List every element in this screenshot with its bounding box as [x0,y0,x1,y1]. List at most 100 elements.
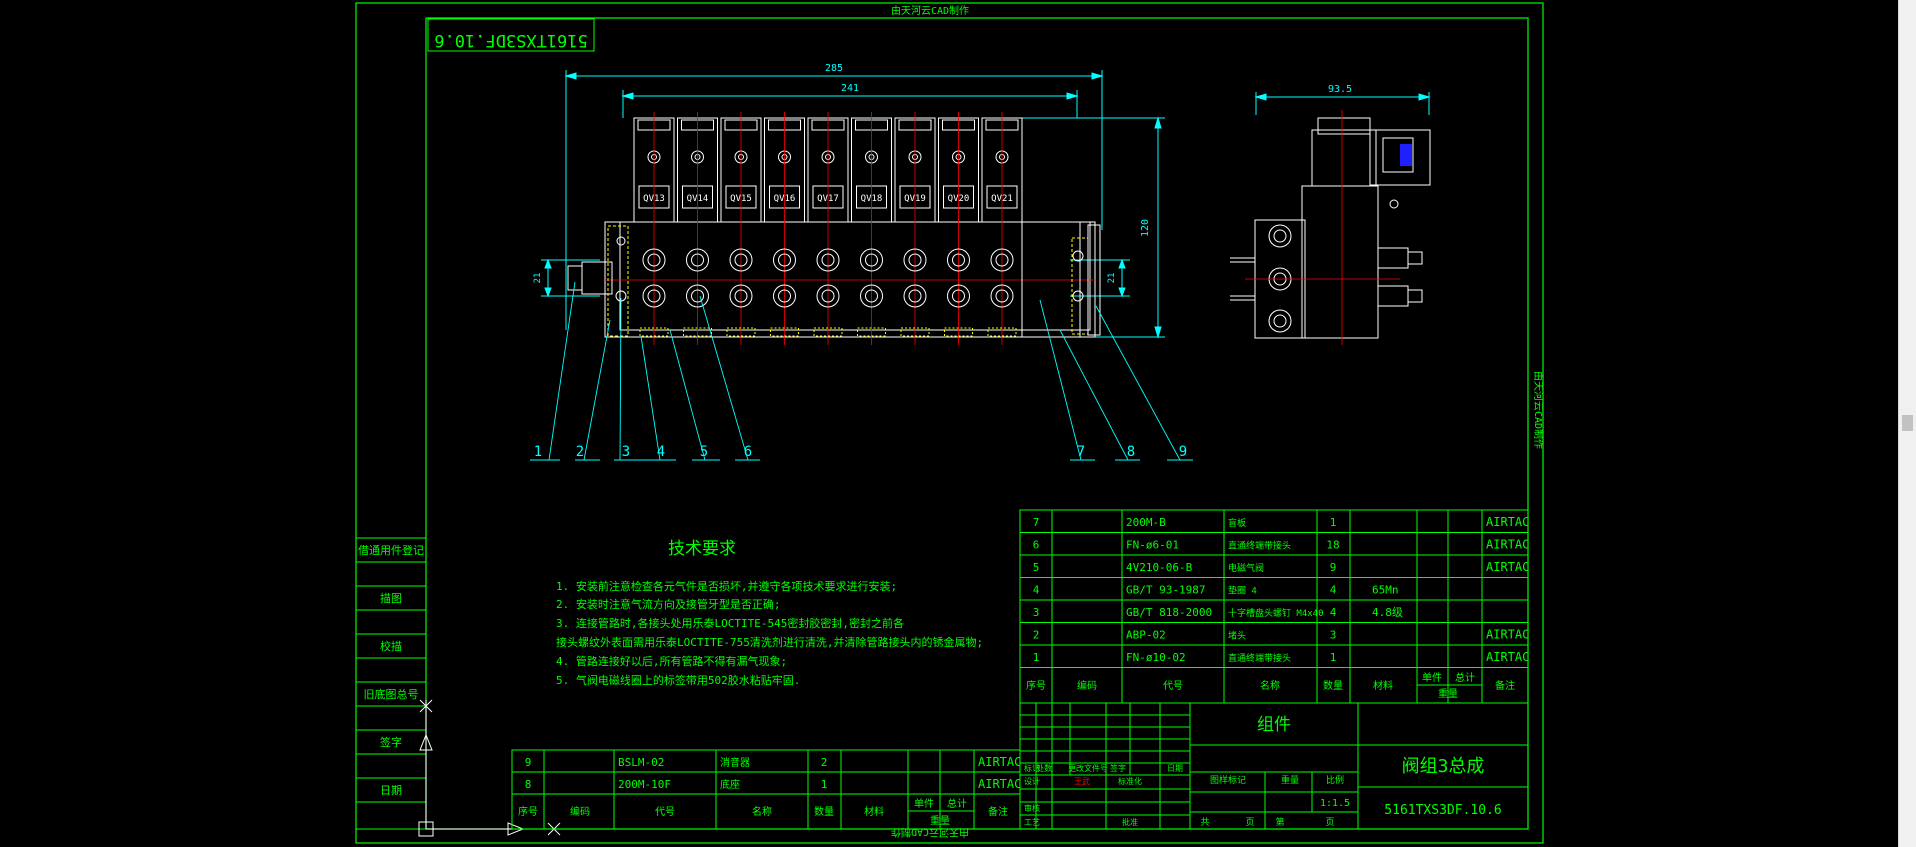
bom-upper-row-7-name: 盲板 [1228,517,1246,529]
bom-upper-header-1: 编码 [1077,679,1097,692]
scrollbar-thumb[interactable] [1902,415,1913,431]
tb-label-2: 更改文件号 [1068,763,1108,773]
inner-frame [425,17,1529,830]
tech-requirements: 技术要求 1. 安装前注意检查各元气件是否损坏,并遵守各项技术要求进行安装; 2… [556,539,983,687]
bom-lower-header-1: 编码 [570,805,590,818]
bom-upper-row-5-name: 电磁气阀 [1228,562,1264,574]
balloon-1: 1 [534,444,542,460]
bom-upper-row-4-code: GB/T 93-1987 [1126,584,1205,597]
bom-lower-row-9-qty: 2 [821,756,828,769]
bom-lower-row-9-no: 9 [525,756,532,769]
tech-item-3: 3. 连接管路时,各接头处用乐泰LOCTITE-545密封胶密封,密封之前各 [556,616,904,630]
tech-title: 技术要求 [668,539,736,559]
tb-label-6: 标准化 [1118,776,1142,786]
bom-lower-header-8: 备注 [988,805,1008,818]
drawing-code-box [427,18,595,52]
title-block: 标记 处数 更改文件号 签字 日期 设计 王武 标准化 审核 工艺 批准 组件 … [1019,702,1529,830]
dim-285-label: 285 [825,63,843,74]
dim-120: 120 [1020,116,1165,339]
bom-upper-header-8: 备注 [1495,679,1515,692]
bom-upper-row-4-name: 垫圈 4 [1228,585,1257,597]
bom-upper-row-6-remark: AIRTAC [1486,538,1529,552]
tb-assembly-name: 阀组3总成 [1402,756,1485,777]
front-view: 285 241 120 21 [530,63,1193,461]
bom-upper-row-3-qty: 4 [1330,606,1337,619]
bom-upper-row-2-qty: 3 [1330,629,1337,642]
bom-lower-header-6: 单件 [914,798,934,810]
outer-frame [355,2,1544,844]
vertical-scrollbar[interactable] [1898,0,1916,847]
drawing-code-text: 5161TXS3DF.10.6 [434,30,588,50]
bom-upper-row-1-code: FN-ø10-02 [1126,651,1186,664]
valve-2: QV14 [677,112,718,345]
dim-93-5-label: 93.5 [1328,84,1352,95]
dim-21-right-label: 21 [1107,273,1117,284]
tb-label-0: 标记 [1024,763,1040,773]
balloon-2: 2 [576,444,584,460]
bom-upper-row-6-code: FN-ø6-01 [1126,539,1179,552]
bom-lower-row-9-remark: AIRTAC [978,755,1021,769]
bom-upper-row-4-no: 4 [1033,584,1040,597]
tech-item-2: 2. 安装时注意气流方向及接管牙型是否正确; [556,597,781,611]
tb-stage-0: 图样标记 [1210,774,1246,786]
stamp-4: 签字 [380,735,402,749]
tb-sheet-3: 页 [1325,817,1334,828]
tech-item-4: 4. 管路连接好以后,所有管路不得有漏气现象; [556,654,787,668]
bom-lower-row-8-no: 8 [525,778,532,791]
tb-label-7: 审核 [1024,803,1040,813]
tech-item-5: 5. 气阀电磁线圈上的标签带用502胶水粘贴牢固. [556,673,800,687]
bom-upper-row-7-remark: AIRTAC [1486,515,1529,529]
bom-upper-row-1-no: 1 [1033,651,1040,664]
bom-upper-row-5-code: 4V210-06-B [1126,561,1193,574]
valve-6: QV18 [851,112,892,345]
tb-drawing-no: 5161TXS3DF.10.6 [1384,803,1501,818]
balloon-8: 8 [1127,444,1135,460]
tb-sheet-2: 第 [1275,816,1284,828]
dim-241-label: 241 [841,83,859,94]
bom-upper-row-2-no: 2 [1033,629,1040,642]
tech-item-3b: 接头螺纹外表面需用乐泰LOCTITE-755清洗剂进行清洗,并清除管路接头内的锈… [556,635,983,649]
bom-upper-row-3-mat: 4.8级 [1372,606,1403,619]
bom-upper-row-5-no: 5 [1033,561,1040,574]
bom-lower-row-8-name: 底座 [720,778,740,791]
side-view: 93.5 [1230,84,1431,345]
bom-upper-row-7-code: 200M-B [1126,516,1166,529]
dim-241: 241 [621,83,1079,118]
ucs-icon [418,699,561,837]
watermark-top: 由天河云CAD制作 [891,4,969,17]
tb-scale: 1:1.5 [1320,798,1350,809]
bom-lower-row-8-qty: 1 [821,778,828,791]
bom-lower-row-9-name: 消音器 [720,756,750,769]
bom-upper-row-1-remark: AIRTAC [1486,650,1529,664]
dim-120-label: 120 [1140,219,1151,237]
tech-item-1: 1. 安装前注意检查各元气件是否损坏,并遵守各项技术要求进行安装; [556,579,897,593]
tb-label-3: 签字 [1110,763,1126,773]
balloon-9: 9 [1179,444,1187,460]
balloon-7: 7 [1077,444,1085,460]
bom-upper-row-6-qty: 18 [1326,539,1339,552]
bom-upper-header-0: 序号 [1026,679,1046,692]
tb-stage-2: 比例 [1326,774,1344,786]
dim-285: 285 [564,63,1104,330]
bom-upper-row-3-code: GB/T 818-2000 [1126,606,1212,619]
bom-lower-header-4: 数量 [814,805,834,818]
bom-lower-header-2: 代号 [655,806,675,818]
tb-stage-1: 重量 [1281,774,1299,786]
tb-label-8: 工艺 [1024,818,1040,827]
bom-lower-row-8-remark: AIRTAC [978,777,1021,791]
stamp-3: 旧底图总号 [364,687,419,701]
bom-upper-row-6-no: 6 [1033,539,1040,552]
valve-9: QV21 [981,112,1023,345]
balloon-6: 6 [744,444,752,460]
tb-label-5: 设计 [1024,776,1040,786]
bom-upper-header-5: 材料 [1373,679,1393,692]
bom-lower-header-0: 序号 [518,805,538,818]
balloon-3: 3 [622,444,630,460]
bom-upper-header-4: 数量 [1323,679,1343,692]
tb-label-9: 批准 [1122,817,1138,827]
bom-lower-row-8-code: 200M-10F [618,778,671,791]
bom-upper-row-3-no: 3 [1033,606,1040,619]
bom-upper-header-6: 单件 [1422,672,1442,684]
